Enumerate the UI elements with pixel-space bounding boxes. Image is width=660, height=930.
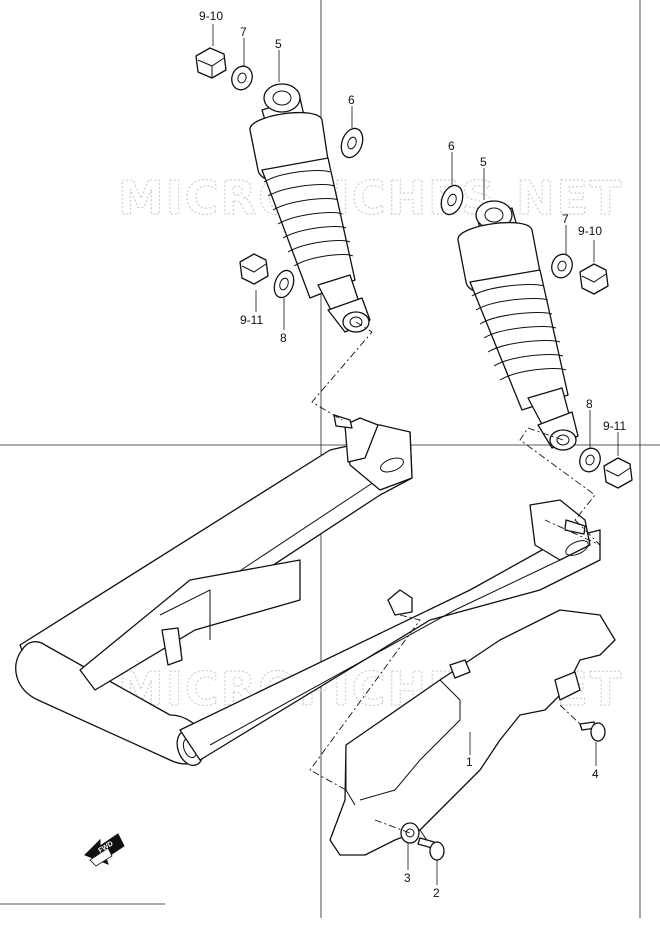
callout-washer-3: 3	[404, 871, 411, 885]
cap-nut-top-left	[195, 47, 227, 79]
assembly-lines	[309, 321, 601, 834]
callout-washer-7-right: 7	[562, 212, 569, 226]
washer-6-right	[440, 184, 464, 216]
watermark-top: MICROFICHES.NET	[118, 171, 623, 225]
chain-case	[329, 609, 616, 856]
callout-washer-8-right: 8	[586, 397, 593, 411]
bolt-2	[417, 837, 445, 861]
washer-7-left	[231, 65, 253, 91]
cap-nut-bottom-right	[603, 457, 633, 489]
washer-7-right	[551, 253, 573, 279]
rear-shock-absorber-right	[457, 200, 579, 451]
callout-chain-case-1: 1	[466, 755, 473, 769]
washer-6-left	[340, 127, 364, 159]
callout-bolt-2: 2	[433, 886, 440, 900]
callout-washer-7-left: 7	[240, 25, 247, 39]
callout-shock-5-right: 5	[480, 155, 487, 169]
callout-washer-6-left: 6	[348, 93, 355, 107]
fwd-arrow-icon: FWD	[84, 833, 125, 867]
callout-nut-bottom-left: 9-11	[240, 313, 263, 327]
washer-8-right	[579, 447, 601, 473]
callout-shock-5-left: 5	[275, 37, 282, 51]
washer-8-left	[273, 269, 295, 299]
callout-nut-top-left: 9-10	[199, 9, 223, 23]
callout-nut-top-right: 9-10	[578, 224, 602, 238]
callout-washer-6-right: 6	[448, 139, 455, 153]
callout-washer-8-left: 8	[280, 331, 287, 345]
rear-shock-absorber-left	[249, 83, 371, 333]
cap-nut-bottom-left	[239, 253, 269, 285]
bolt-4	[579, 721, 606, 742]
callout-labels: 9-10 7 5 6 9-11 8 6 5 7 9-10 8 9-11 1 4 …	[199, 9, 626, 900]
leader-lines	[212, 24, 619, 885]
washer-3	[400, 822, 420, 844]
swingarm	[15, 414, 601, 767]
callout-bolt-4: 4	[592, 767, 599, 781]
cap-nut-top-right	[579, 263, 609, 295]
callout-nut-bottom-right: 9-11	[603, 419, 626, 433]
